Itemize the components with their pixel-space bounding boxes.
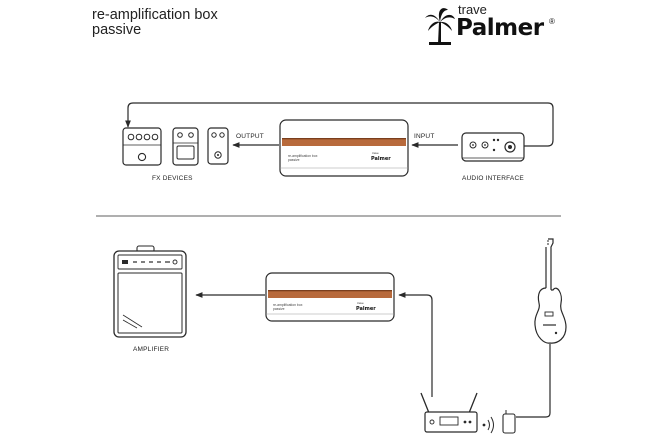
brand-sub: trave [458, 2, 487, 17]
brand-registered-mark: ® [549, 17, 555, 26]
brand-name: Palmer [456, 15, 544, 41]
wireless-transmitter-icon [502, 410, 516, 434]
wireless-receiver-icon [420, 392, 478, 433]
reamp-box-top-brand-sub: trave [372, 151, 379, 155]
fx-pedal-large [122, 127, 162, 166]
reamp-box-bottom-line2: passive [273, 307, 285, 311]
reamp-box-bottom: re-amplification box passive trave Palme… [265, 272, 395, 322]
reamp-box-top-line2: passive [288, 158, 300, 162]
title-line-1: re-amplification box [92, 7, 218, 23]
guitar-cable [516, 344, 551, 418]
output-label: OUTPUT [236, 133, 264, 140]
reamp-box-top-brand-name: Palmer [371, 156, 391, 162]
page-title: re-amplification box passive [92, 8, 218, 38]
reamp-box-top-line1: re-amplification box [288, 154, 318, 158]
reamp-box-bottom-line1: re-amplification box [273, 303, 303, 307]
guitar-icon [534, 238, 567, 344]
input-label: INPUT [414, 133, 435, 140]
audio-interface-label: AUDIO INTERFACE [462, 175, 524, 182]
fx-devices-label: FX DEVICES [152, 175, 193, 182]
fx-pedal-small [207, 127, 229, 165]
reamp-box-bottom-brand-name: Palmer [356, 306, 376, 312]
fx-pedal-medium [172, 127, 199, 166]
audio-interface-icon [461, 132, 525, 162]
amplifier-label: AMPLIFIER [133, 346, 169, 353]
reamp-box-bottom-brand-sub: trave [357, 301, 364, 305]
amplifier-icon [113, 245, 187, 338]
brand-logo: trave Palmer ® [424, 2, 564, 48]
receiver-cable [398, 292, 433, 397]
return-cable [125, 102, 554, 147]
wireless-signal-icon [482, 416, 494, 434]
palm-tree-icon [425, 8, 455, 45]
title-line-2: passive [92, 22, 142, 38]
reamp-box-top: re-amplification box passive trave Palme… [279, 119, 409, 177]
